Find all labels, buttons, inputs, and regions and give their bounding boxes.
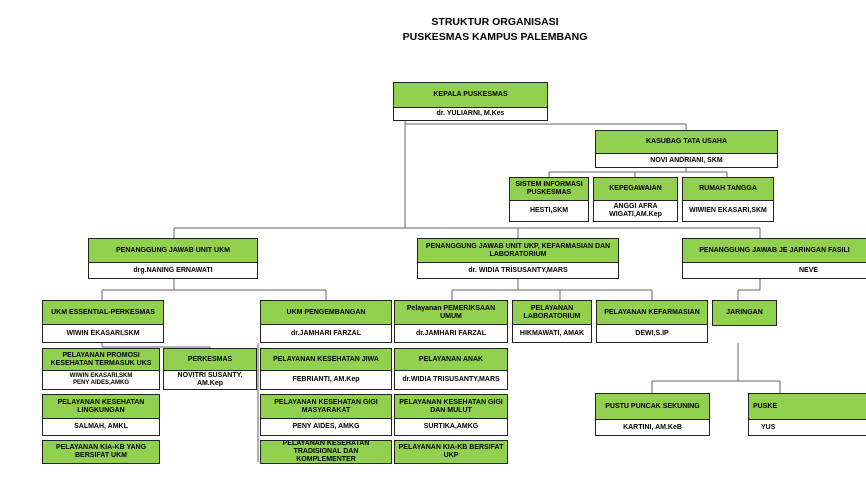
node-promosi-kesehatan: PELAYANAN PROMOSI KESEHATAN TERMASUK UKS… [42, 348, 160, 390]
node-title: PENANGGUNG JAWAB UNIT UKP, KEFARMASIAN D… [418, 239, 618, 263]
node-title: PELAYANAN KIA-KB BERSIFAT UKP [395, 441, 507, 463]
node-name: PENY AIDES, AMKG [292, 423, 360, 430]
node-kesehatan-tradisional: PELAYANAN KESEHATAN TRADISIONAL DAN KOMP… [260, 440, 392, 464]
node-gigi-masyarakat: PELAYANAN KESEHATAN GIGI MASYARAKAT PENY… [260, 394, 392, 436]
node-title: PELAYANAN KESEHATAN JIWA [261, 349, 391, 371]
node-name: drg.NANING ERNAWATI [133, 266, 213, 274]
node-title: PERKESMAS [164, 349, 256, 371]
node-title: Pelayanan PEMERIKSAAN UMUM [395, 301, 507, 325]
node-pj-unit-ukp: PENANGGUNG JAWAB UNIT UKP, KEFARMASIAN D… [417, 238, 619, 279]
node-title: UKM ESSENTIAL-PERKESMAS [43, 301, 163, 325]
node-kepala-puskesmas: KEPALA PUSKESMAS dr. YULIARNI, M.Kes [393, 82, 548, 121]
node-jaringan: JARINGAN [712, 300, 777, 326]
chart-title-line1: STRUKTUR ORGANISASI [431, 16, 559, 28]
node-title: PELAYANAN KESEHATAN GIGI DAN MULUT [395, 395, 507, 419]
node-title: PUSKE [749, 394, 866, 420]
node-kesehatan-jiwa: PELAYANAN KESEHATAN JIWA FEBRIANTI, AM.K… [260, 348, 392, 390]
node-name: HIKMAWATI, AMAK [519, 329, 585, 337]
node-pj-unit-ukm: PENANGGUNG JAWAB UNIT UKM drg.NANING ERN… [88, 238, 258, 279]
node-name: KARTINI, AM.KeB [623, 423, 682, 431]
node-title: PUSTU PUNCAK SEKUNING [596, 394, 709, 420]
node-gigi-mulut: PELAYANAN KESEHATAN GIGI DAN MULUT SURTI… [394, 394, 508, 436]
node-laboratorium: PELAYANAN LABORATORIUM HIKMAWATI, AMAK [512, 300, 592, 343]
node-title: KEPEGAWAIAN [594, 178, 677, 201]
node-ukm-pengembangan: UKM PENGEMBANGAN dr.JAMHARI FARZAL [260, 300, 392, 343]
node-perkesmas: PERKESMAS NOVITRI SUSANTY, AM.Kep [163, 348, 257, 390]
node-name: ANGGI AFRA WIGATI,AM.Kep [609, 203, 662, 218]
node-kasubag-tata-usaha: KASUBAG TATA USAHA NOVI ANDRIANI, SKM [595, 130, 778, 168]
chart-title-line2: PUSKESMAS KAMPUS PALEMBANG [402, 31, 588, 43]
node-puskesmas-cut: PUSKE YUS [748, 393, 866, 436]
node-name: SURTIKA,AMKG [423, 423, 479, 430]
node-title: PENANGGUNG JAWAB UNIT UKM [89, 239, 257, 263]
node-name: YUS [761, 423, 776, 431]
node-title: JARINGAN [713, 301, 776, 325]
node-pemeriksaan-umum: Pelayanan PEMERIKSAAN UMUM dr.JAMHARI FA… [394, 300, 508, 343]
node-title: KEPALA PUSKESMAS [394, 83, 547, 108]
node-name: NOVITRI SUSANTY, AM.Kep [177, 372, 243, 387]
node-kesehatan-lingkungan: PELAYANAN KESEHATAN LINGKUNGAN SALMAH, A… [42, 394, 160, 436]
node-title: PELAYANAN PROMOSI KESEHATAN TERMASUK UKS [43, 349, 159, 371]
node-name: dr.JAMHARI FARZAL [291, 329, 361, 337]
node-title: PELAYANAN KESEHATAN GIGI MASYARAKAT [261, 395, 391, 419]
node-name: FEBRIANTI, AM.Kep [292, 376, 360, 383]
node-title: PELAYANAN KESEHATAN TRADISIONAL DAN KOMP… [261, 441, 391, 463]
node-title: KASUBAG TATA USAHA [596, 131, 777, 154]
node-name: NOVI ANDRIANI, SKM [650, 156, 723, 164]
node-kia-kb-ukp: PELAYANAN KIA-KB BERSIFAT UKP [394, 440, 508, 464]
node-name: NEVE [798, 266, 819, 274]
node-sistem-informasi: SISTEM INFORMASI PUSKESMAS HESTI,SKM [509, 177, 589, 222]
node-title: PELAYANAN KESEHATAN LINGKUNGAN [43, 395, 159, 419]
node-name: DEWI,S.IP [635, 329, 669, 337]
node-title: PELAYANAN ANAK [395, 349, 507, 371]
node-name: WIWIN EKASARI,SKM PENY AIDES,AMKG [43, 371, 159, 389]
node-title: UKM PENGEMBANGAN [261, 301, 391, 325]
node-pj-jaringan: PENANGGUNG JAWAB JE JARINGAN FASILI NEVE [682, 238, 866, 279]
node-name: WIWIEN EKASARI,SKM [689, 207, 767, 214]
node-name: dr. YULIARNI, M.Kes [436, 110, 505, 117]
node-name: HESTI,SKM [529, 207, 569, 214]
node-ukm-essential: UKM ESSENTIAL-PERKESMAS WIWIN EKASARI,SK… [42, 300, 164, 343]
node-name: dr.WIDIA TRISUSANTY,MARS [402, 376, 500, 383]
node-title: PENANGGUNG JAWAB JE JARINGAN FASILI [683, 239, 866, 263]
node-rumah-tangga: RUMAH TANGGA WIWIEN EKASARI,SKM [682, 177, 774, 222]
node-kepegawaian: KEPEGAWAIAN ANGGI AFRA WIGATI,AM.Kep [593, 177, 678, 222]
node-title: PELAYANAN KIA-KB YANG BERSIFAT UKM [43, 441, 159, 463]
node-title: RUMAH TANGGA [683, 178, 773, 201]
node-pelayanan-anak: PELAYANAN ANAK dr.WIDIA TRISUSANTY,MARS [394, 348, 508, 390]
node-name: WIWIN EKASARI,SKM [66, 329, 140, 337]
node-name: SALMAH, AMKL [74, 423, 128, 430]
node-title: PELAYANAN KEFARMASIAN [597, 301, 707, 325]
node-name: dr.JAMHARI FARZAL [416, 329, 486, 337]
node-title: SISTEM INFORMASI PUSKESMAS [510, 178, 588, 201]
node-kia-kb-ukm: PELAYANAN KIA-KB YANG BERSIFAT UKM [42, 440, 160, 464]
node-title: PELAYANAN LABORATORIUM [513, 301, 591, 325]
node-pustu-puncak-sekuning: PUSTU PUNCAK SEKUNING KARTINI, AM.KeB [595, 393, 710, 436]
node-name-2: PENY AIDES,AMKG [72, 380, 129, 386]
node-kefarmasian: PELAYANAN KEFARMASIAN DEWI,S.IP [596, 300, 708, 343]
node-name-1: WIWIN EKASARI,SKM [69, 373, 133, 379]
node-name: dr. WIDIA TRISUSANTY,MARS [468, 266, 568, 274]
